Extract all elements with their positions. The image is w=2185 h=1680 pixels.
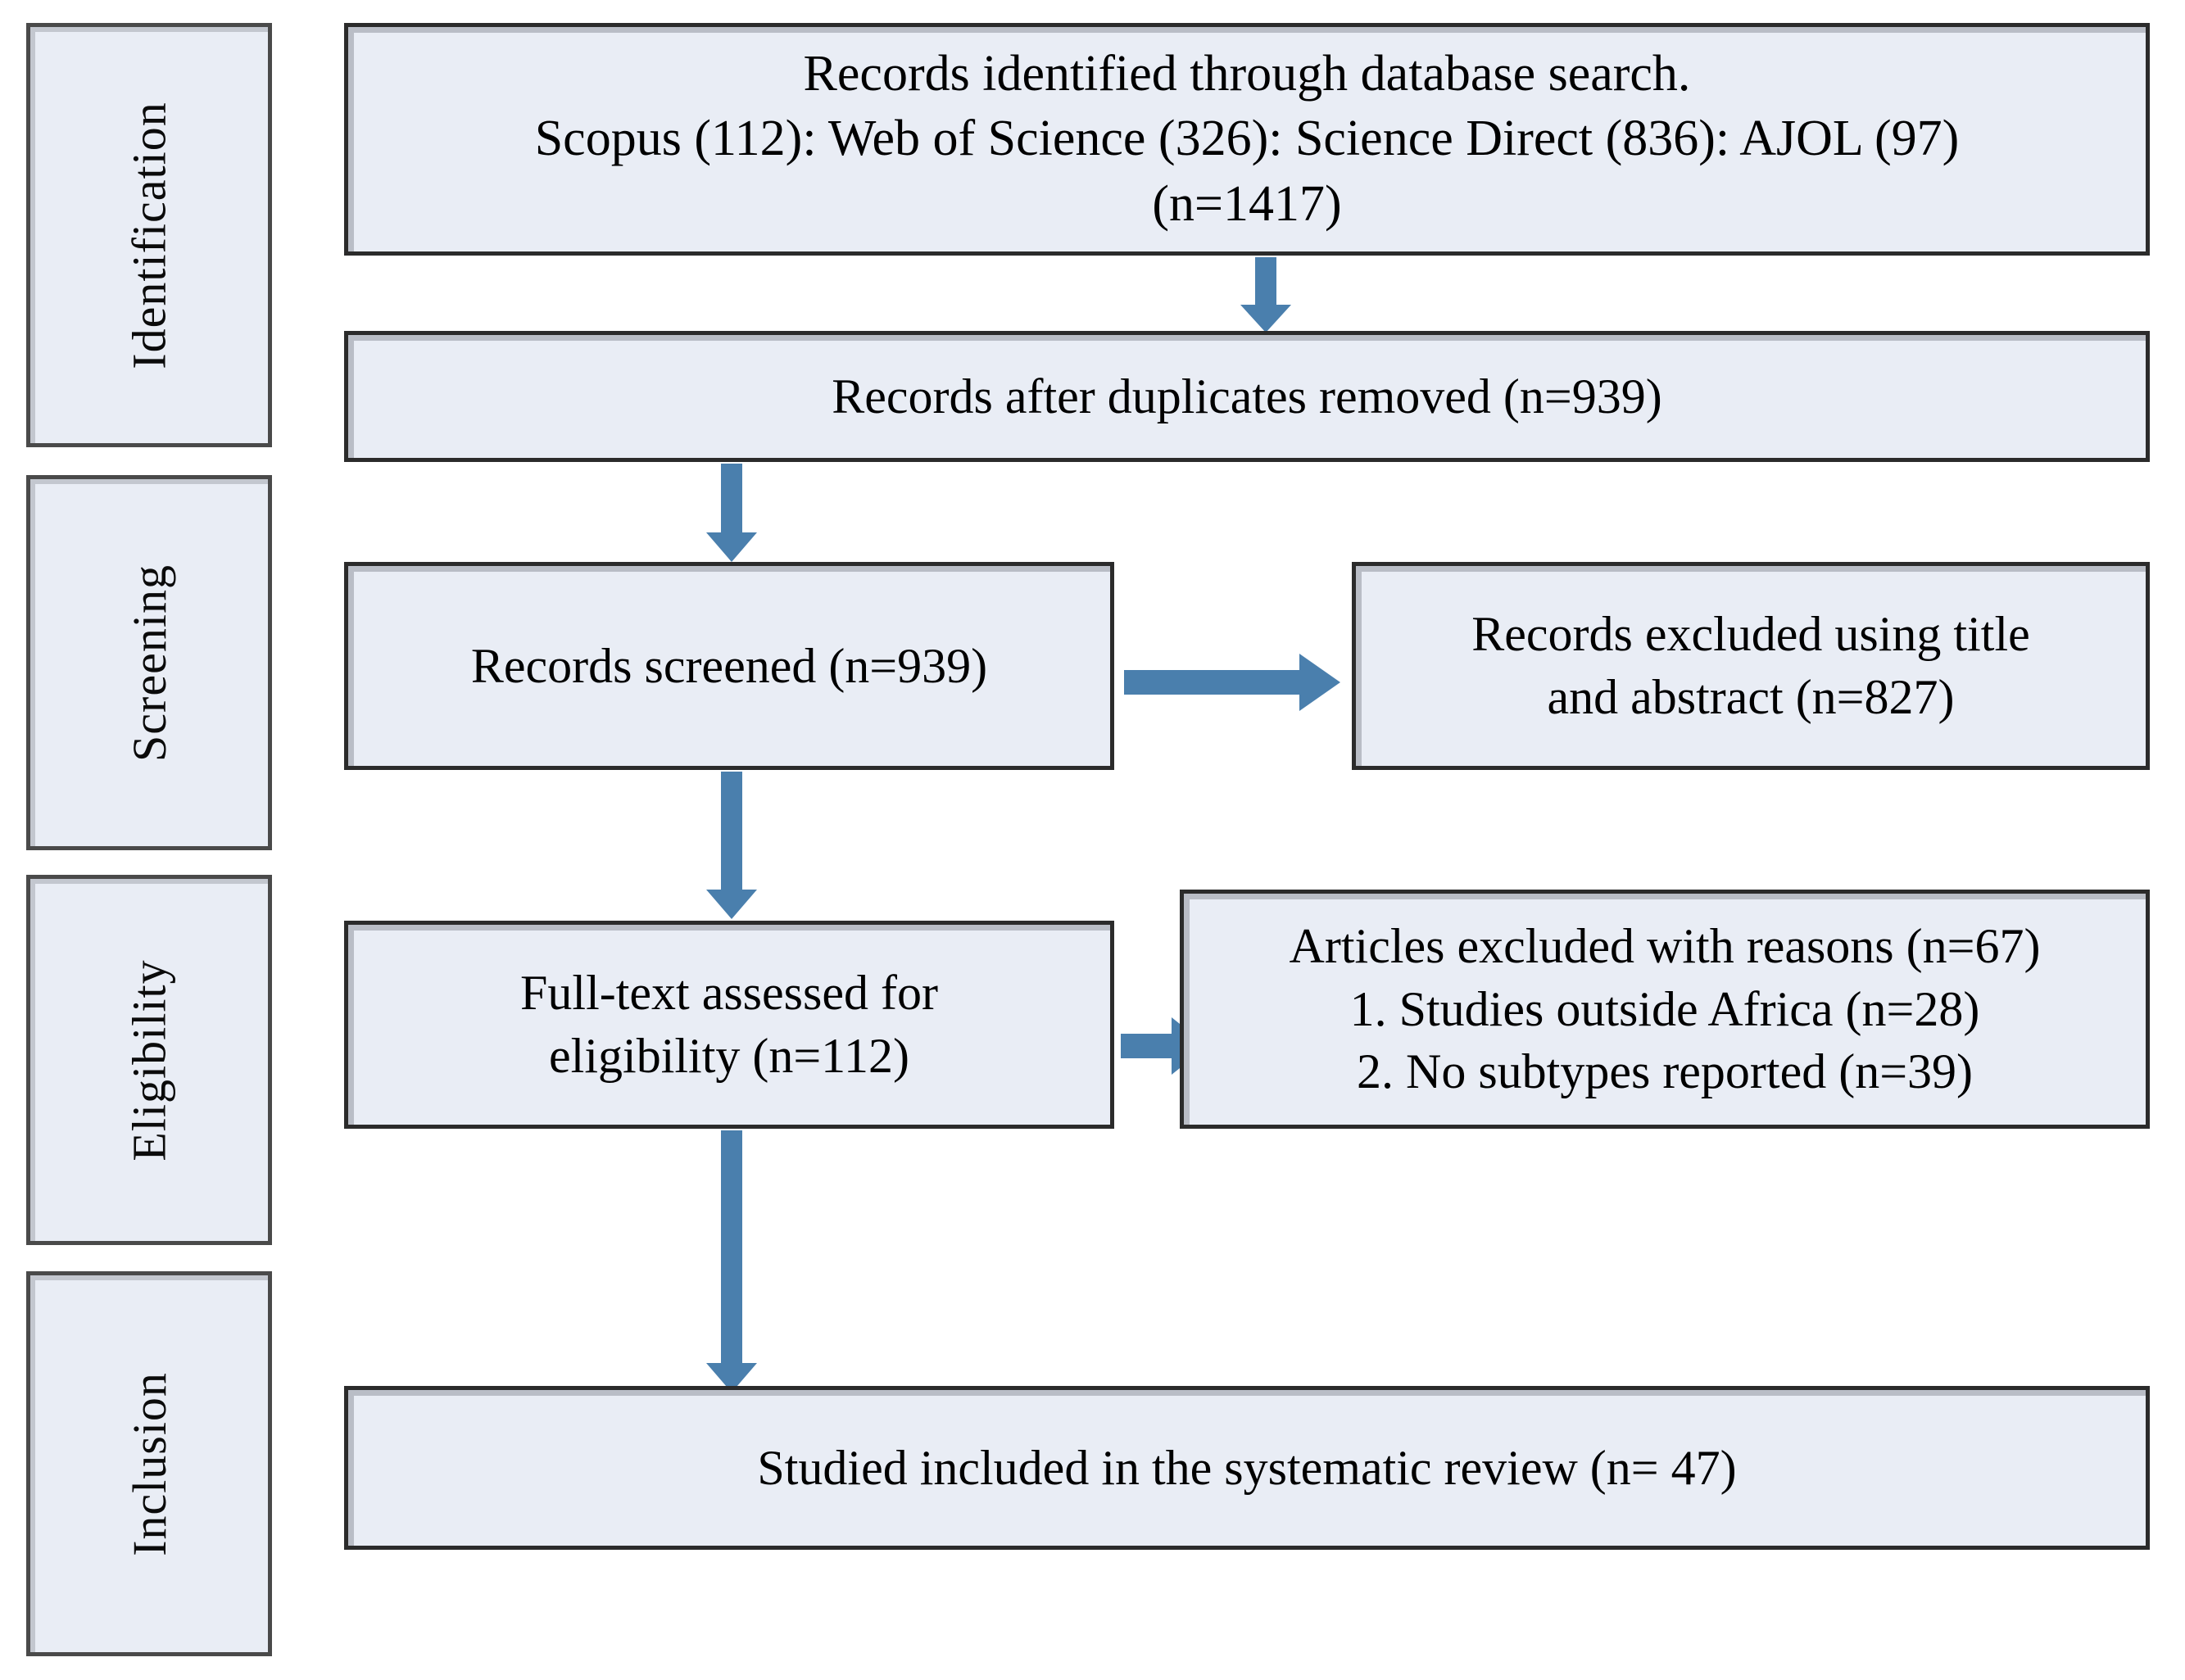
articles-excluded-line-1: Articles excluded with reasons (n=67) [1289, 918, 2041, 973]
articles-excluded-reason-1: 1. Studies outside Africa (n=28) [1349, 981, 1980, 1036]
records-screened-line-1: Records screened (n=939) [470, 638, 988, 693]
box-records-excluded: Records excluded using title and abstrac… [1352, 562, 2150, 770]
box-fulltext-assessed: Full-text assessed for eligibility (n=11… [344, 921, 1114, 1129]
records-identified-line-1: Records identified through database sear… [803, 45, 1691, 102]
stage-label-eligibility: Eligibility [122, 958, 176, 1162]
arrow-screened-to-fulltext [706, 772, 757, 919]
records-excluded-line-1: Records excluded using title [1471, 607, 2030, 662]
duplicates-removed-line-1: Records after duplicates removed (n=939) [832, 369, 1662, 423]
stage-label-screening: Screening [122, 564, 176, 762]
stage-label-inclusion: Inclusion [122, 1371, 176, 1556]
records-identified-line-2: Scopus (112): Web of Science (326): Scie… [534, 111, 1960, 167]
studies-included-line-1: Studied included in the systematic revie… [757, 1440, 1737, 1495]
articles-excluded-reason-2: 2. No subtypes reported (n=39) [1356, 1044, 1974, 1099]
stage-inclusion: Inclusion [26, 1271, 272, 1656]
records-identified-line-3: (n=1417) [1152, 175, 1342, 232]
arrow-duplicates-to-screened [706, 464, 757, 562]
stage-eligibility: Eligibility [26, 875, 272, 1245]
box-duplicates-removed: Records after duplicates removed (n=939) [344, 331, 2150, 462]
box-studies-included: Studied included in the systematic revie… [344, 1386, 2150, 1550]
arrow-fulltext-to-included [706, 1130, 757, 1392]
arrow-identified-to-duplicates [1240, 257, 1291, 333]
stage-screening: Screening [26, 475, 272, 850]
stage-label-identification: Identification [122, 101, 176, 369]
stage-identification: Identification [26, 23, 272, 447]
box-records-screened: Records screened (n=939) [344, 562, 1114, 770]
box-records-identified: Records identified through database sear… [344, 23, 2150, 256]
records-excluded-line-2: and abstract (n=827) [1547, 670, 1955, 724]
arrow-screened-to-excluded [1124, 654, 1340, 711]
fulltext-assessed-line-2: eligibility (n=112) [549, 1029, 909, 1083]
box-articles-excluded: Articles excluded with reasons (n=67) 1.… [1180, 890, 2150, 1129]
fulltext-assessed-line-1: Full-text assessed for [520, 966, 938, 1021]
